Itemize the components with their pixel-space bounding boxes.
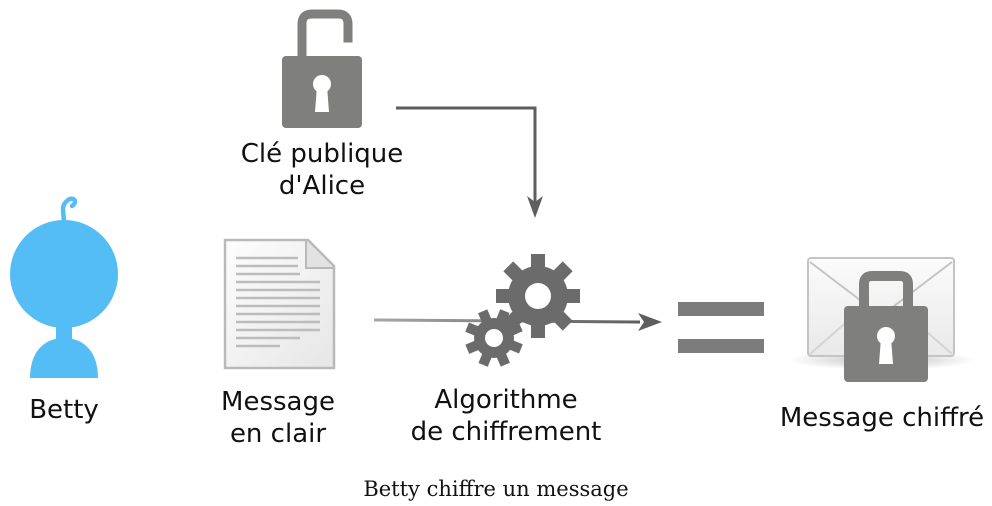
plain-message-label: Message en clair — [198, 386, 358, 450]
plain-message-label-line1: Message — [221, 387, 335, 417]
algorithm-label-line2: de chiffrement — [410, 417, 602, 447]
figure-caption: Betty chiffre un message — [363, 477, 629, 501]
person-icon — [10, 196, 118, 378]
plain-message-label-line2: en clair — [229, 419, 327, 449]
betty-label-text: Betty — [29, 395, 99, 425]
open-padlock-icon — [282, 9, 362, 128]
algorithm-label: Algorithme de chiffrement — [396, 384, 616, 448]
betty-label: Betty — [14, 394, 114, 426]
key-arrow — [396, 106, 543, 218]
encrypted-message-label-text: Message chiffré — [779, 403, 985, 433]
equals-sign — [678, 302, 764, 353]
algorithm-label-line1: Algorithme — [434, 385, 578, 415]
encrypted-message-label: Message chiffré — [772, 402, 992, 434]
locked-envelope-icon — [788, 257, 976, 382]
gears-icon — [465, 254, 580, 367]
public-key-label: Clé publique d'Alice — [222, 138, 422, 202]
public-key-label-line1: Clé publique — [240, 139, 404, 169]
document-icon — [223, 238, 336, 370]
public-key-label-line2: d'Alice — [278, 171, 366, 201]
